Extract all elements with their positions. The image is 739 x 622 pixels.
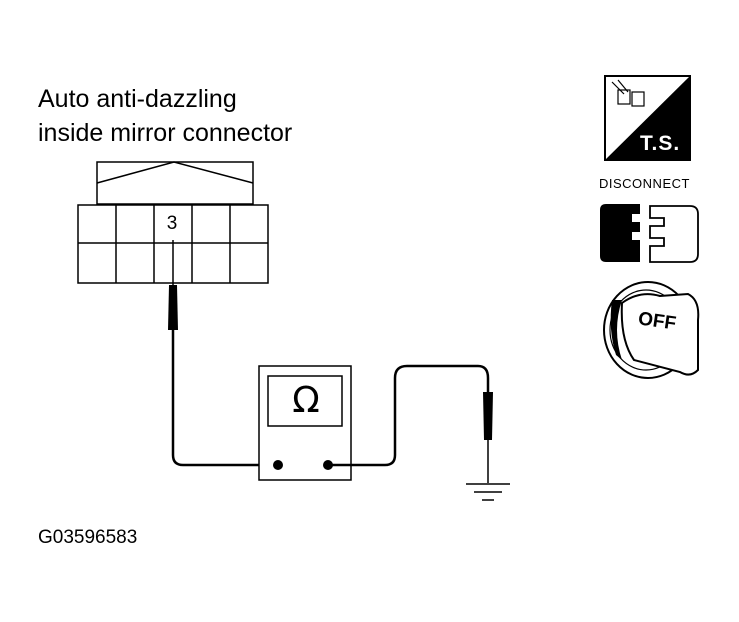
ignition-off-icon xyxy=(603,281,700,379)
pin-3-label: 3 xyxy=(166,213,178,234)
ts-icon xyxy=(604,75,691,161)
disconnect-label: DISCONNECT xyxy=(599,176,690,191)
ohm-symbol: Ω xyxy=(292,380,320,421)
figure-id: G03596583 xyxy=(38,527,138,548)
connector-title: Auto anti-dazzling inside mirror connect… xyxy=(38,82,292,150)
ground-symbol xyxy=(466,483,510,501)
ohmmeter xyxy=(258,365,352,481)
left-probe xyxy=(168,240,278,467)
meter-terminal-left xyxy=(273,460,283,470)
disconnect-icon xyxy=(600,204,699,263)
connector-title-line1: Auto anti-dazzling xyxy=(38,85,237,113)
ts-label: T.S. xyxy=(640,132,681,155)
meter-display xyxy=(267,375,343,427)
connector-latch xyxy=(96,161,254,184)
connector-hood xyxy=(96,161,254,205)
right-probe xyxy=(328,364,493,483)
connector-title-line2: inside mirror connector xyxy=(38,119,293,147)
